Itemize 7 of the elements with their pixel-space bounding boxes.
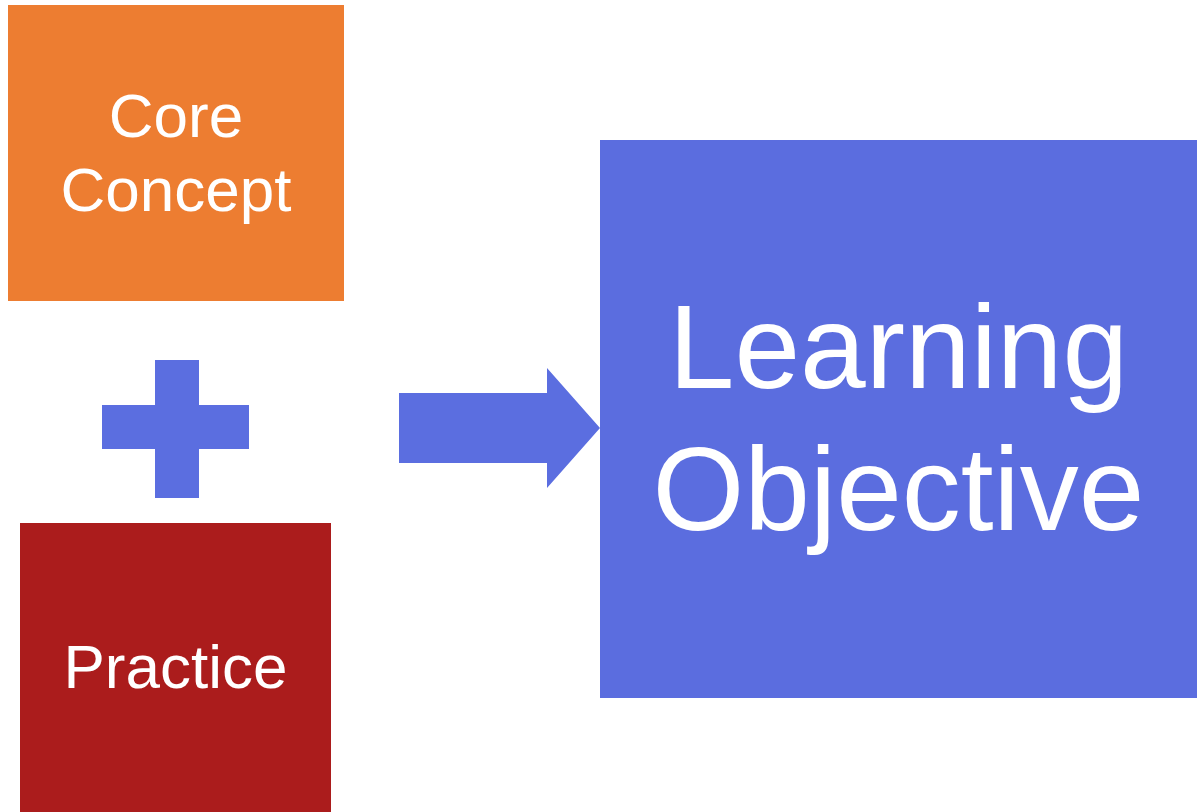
block-arrow [399,368,600,488]
box-label: Core Concept [59,79,293,226]
box-label: Practice [63,631,288,704]
concept-box [600,140,1197,698]
concept-box [20,523,331,812]
box-label: Learning Objective [651,280,1146,557]
concept-box [8,5,344,301]
